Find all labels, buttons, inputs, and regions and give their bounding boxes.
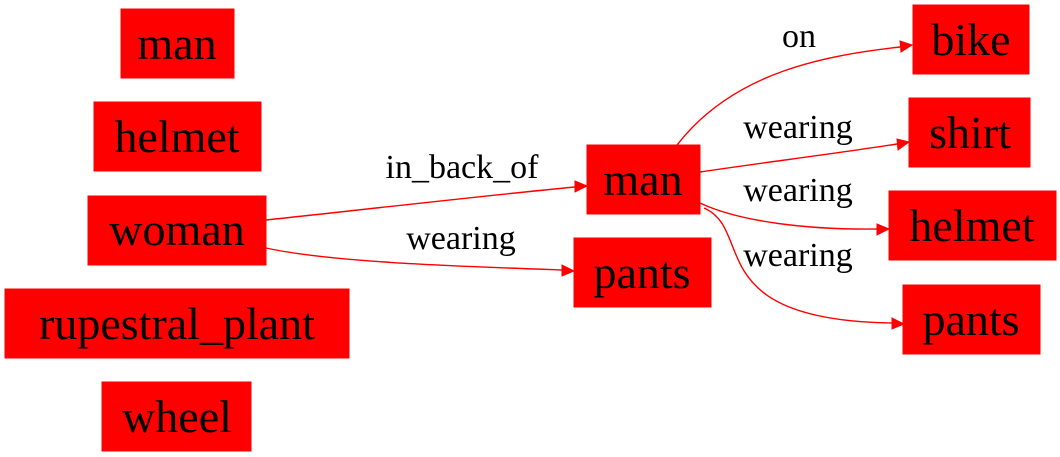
edge-man-bike [676,40,914,146]
node-label: pants [593,247,690,298]
node-label: rupestral_plant [39,298,315,349]
node-label: wheel [122,391,232,442]
node-label: woman [109,204,244,255]
edge-label-pants-wearing: wearing [743,237,853,274]
edge-woman-pants [265,247,576,277]
node-label: shirt [929,107,1011,158]
node-helmet-isolated: helmet [93,101,262,172]
node-woman: woman [87,195,267,266]
node-pants-right: pants [902,284,1041,355]
edge-label-woman-wearing: wearing [406,220,516,257]
edge-label-helmet-wearing: wearing [743,172,853,209]
edge-man-helmet [699,202,891,236]
node-label: pants [922,294,1019,345]
edge-man-pants [703,207,906,330]
edge-label-shirt-wearing: wearing [743,109,853,146]
node-man: man [586,144,701,215]
node-rupestral-plant: rupestral_plant [4,288,350,359]
node-helmet: helmet [888,190,1057,261]
edge-label-on: on [782,18,816,55]
node-shirt: shirt [908,97,1031,168]
node-label: man [137,18,216,69]
node-label: bike [931,14,1010,65]
node-label: man [603,154,682,205]
node-wheel: wheel [101,381,252,452]
node-label: helmet [114,111,239,162]
node-pants-mid: pants [573,237,712,308]
node-label: helmet [909,200,1034,251]
edge-man-shirt [699,138,911,173]
edge-label-in-back-of: in_back_of [386,149,540,186]
edge-woman-man [265,180,589,221]
node-man-isolated: man [120,8,235,79]
node-bike: bike [912,4,1030,75]
